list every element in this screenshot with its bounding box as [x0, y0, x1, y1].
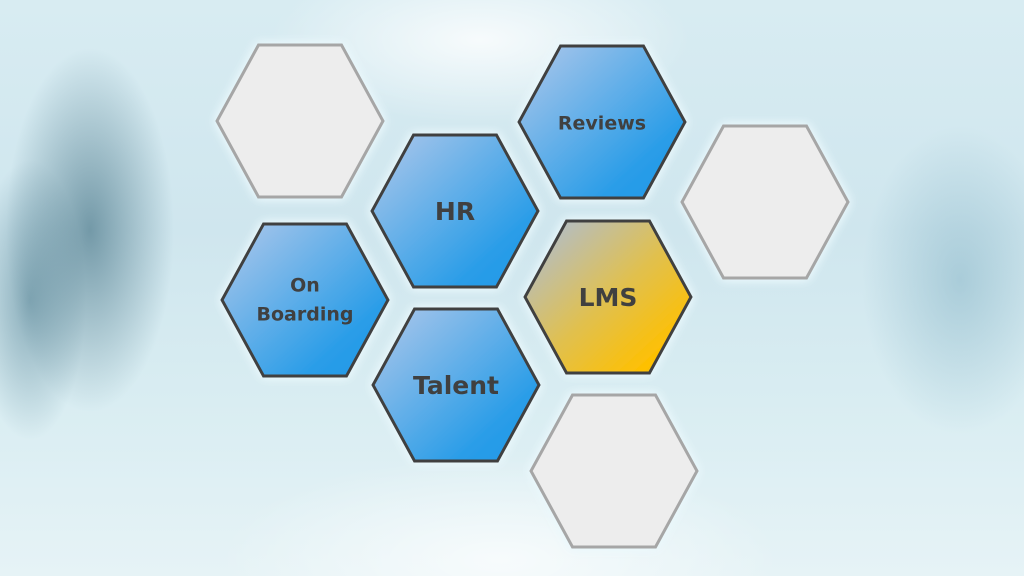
hexagon-shape [529, 393, 699, 549]
hexagon-shape [517, 44, 687, 200]
hexagon-onboarding: On Boarding [220, 222, 390, 378]
hexagon-reviews: Reviews [517, 44, 687, 200]
hexagon-shape [523, 219, 693, 375]
hexagon-label: LMS [579, 283, 638, 312]
hexagon-empty-top-left [215, 43, 385, 199]
hexagon-shape [220, 222, 390, 378]
hexagon-shape [215, 43, 385, 199]
hexagon-empty-bottom [529, 393, 699, 549]
hexagon-empty-right [680, 124, 850, 280]
hexagon-label-line1: On [290, 275, 320, 297]
hexagon-talent: Talent [371, 307, 541, 463]
hexagon-lms: LMS [523, 219, 693, 375]
hexagon-label: HR [435, 197, 475, 226]
hexagon-label: Talent [413, 371, 499, 400]
hexagon-shape [680, 124, 850, 280]
hexagon-shape [371, 307, 541, 463]
hexagon-label: Reviews [558, 113, 646, 135]
hexagon-label-line2: Boarding [257, 304, 354, 326]
hexagon-shape [370, 133, 540, 289]
hexagon-hr: HR [370, 133, 540, 289]
